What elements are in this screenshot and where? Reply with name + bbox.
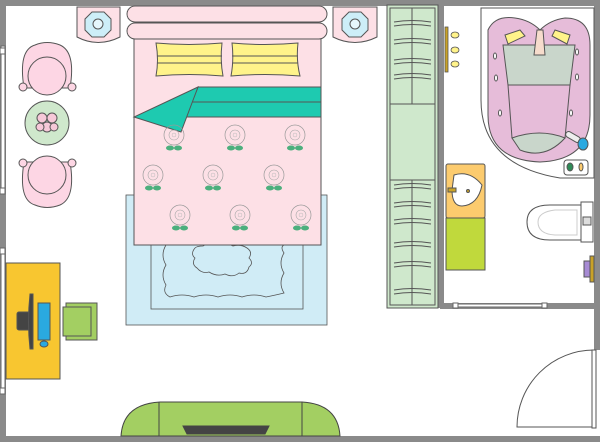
- rose-icon: [163, 124, 185, 151]
- rose-icon: [142, 164, 164, 191]
- hanger-icon: [393, 73, 432, 80]
- side-table: [24, 100, 70, 146]
- wall-right: [594, 0, 600, 350]
- monitor-icon: [16, 293, 34, 350]
- hanger-icon: [393, 261, 432, 268]
- sink[interactable]: [445, 163, 486, 219]
- bathtub: [480, 7, 595, 179]
- pillow: [230, 42, 301, 77]
- bathroom-cabinet: [445, 217, 486, 271]
- headboard-bolster: [126, 5, 328, 23]
- armchair-bottom: [18, 155, 77, 208]
- wall-top: [0, 0, 600, 6]
- desk: [5, 262, 61, 380]
- rose-icon: [263, 164, 285, 191]
- hanger-icon: [393, 218, 432, 225]
- wall-bathroom-divider: [438, 0, 444, 308]
- window-bathroom: [452, 302, 548, 309]
- wall-bottom: [0, 436, 600, 442]
- faucet-icon: [447, 187, 457, 193]
- toilet[interactable]: [526, 201, 594, 243]
- desk-chair: [62, 302, 98, 341]
- door[interactable]: [516, 349, 597, 429]
- mouse-icon: [39, 340, 49, 348]
- flower-icon: [35, 112, 59, 133]
- rose-icon: [224, 124, 246, 151]
- rose-icon: [169, 204, 191, 231]
- armchair-top: [18, 42, 77, 96]
- towel-hooks: [444, 26, 460, 73]
- hanger-icon: [393, 183, 432, 190]
- rose-icon: [202, 164, 224, 191]
- wall-left: [0, 0, 6, 442]
- nightstand-right: [332, 6, 378, 43]
- rose-pattern: [142, 124, 312, 231]
- hanger-icon: [393, 58, 432, 65]
- hanger-icon: [393, 288, 432, 295]
- hangers: [393, 20, 432, 295]
- hanger-icon: [393, 201, 432, 208]
- hanger-icon: [393, 20, 432, 27]
- hanger-icon: [393, 241, 432, 248]
- folded-blanket: [132, 86, 322, 133]
- pillow: [155, 42, 224, 77]
- window-left: [0, 45, 6, 395]
- rose-icon: [290, 204, 312, 231]
- keyboard-icon: [37, 302, 51, 341]
- headboard-bolster: [126, 22, 328, 40]
- sofa: [120, 401, 341, 437]
- rose-icon: [229, 204, 251, 231]
- tv-icon: [182, 425, 270, 435]
- wardrobe: [386, 4, 439, 309]
- rose-icon: [284, 124, 306, 151]
- nightstand-left: [76, 6, 121, 43]
- toilet-paper-holder: [583, 255, 595, 283]
- bed: [126, 5, 328, 246]
- hanger-icon: [393, 38, 432, 45]
